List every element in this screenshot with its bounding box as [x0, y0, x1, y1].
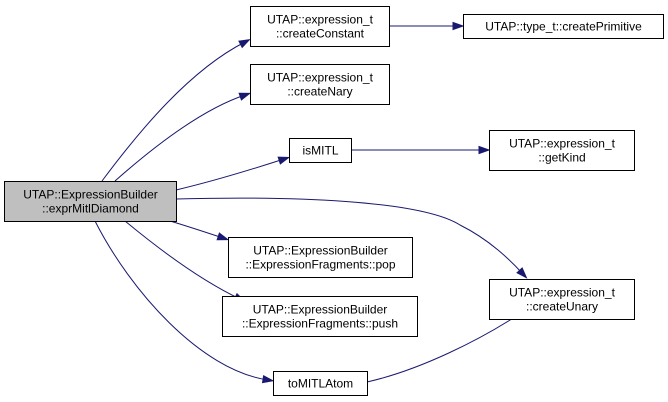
edge-line [94, 220, 269, 381]
node-label: ::ExpressionFragments::push [242, 317, 398, 331]
node-label: ::createUnary [526, 300, 598, 314]
edge-root-to-createConstant [101, 39, 251, 182]
node-label: ::createConstant [276, 27, 365, 41]
node-box [4, 181, 177, 222]
edge-root-to-createNary [114, 92, 252, 182]
node-root[interactable]: UTAP::ExpressionBuilder::exprMitlDiamond [4, 181, 177, 222]
node-box [489, 130, 635, 171]
node-label: UTAP::type_t::createPrimitive [485, 20, 642, 34]
node-label: UTAP::expression_t [267, 13, 373, 27]
node-label: ::getKind [538, 151, 585, 165]
node-label: UTAP::expression_t [509, 137, 615, 151]
edge-createConstant-to-createPrimitive [389, 21, 465, 31]
node-toMITLAtom[interactable]: toMITLAtom [273, 371, 368, 396]
node-label: UTAP::expression_t [267, 71, 373, 85]
node-label: ::exprMitlDiamond [42, 202, 139, 216]
arrowhead-icon [261, 374, 275, 384]
edge-root-to-isMITL [175, 156, 291, 191]
edge-line [169, 220, 224, 239]
arrowhead-icon [277, 156, 291, 165]
node-pop[interactable]: UTAP::ExpressionBuilder::ExpressionFragm… [228, 237, 413, 278]
node-label: UTAP::ExpressionBuilder [253, 244, 388, 258]
node-label: isMITL [303, 144, 339, 158]
edge-line [175, 158, 285, 191]
node-box [463, 14, 664, 39]
node-label: ::createNary [287, 85, 352, 99]
arrowhead-icon [238, 39, 251, 49]
node-label: ::ExpressionFragments::pop [245, 258, 395, 272]
arrowhead-icon [516, 267, 528, 279]
node-box [489, 279, 635, 320]
arrowhead-icon [216, 232, 230, 241]
arrowhead-icon [452, 21, 465, 31]
edge-root-to-toMITLAtom [94, 220, 275, 384]
node-isMITL[interactable]: isMITL [289, 138, 352, 163]
node-createNary[interactable]: UTAP::expression_t::createNary [250, 64, 390, 105]
node-box [250, 6, 390, 47]
edge-root-to-push [124, 220, 246, 302]
node-label: UTAP::expression_t [509, 286, 615, 300]
edge-line [101, 41, 246, 182]
node-box [222, 296, 418, 337]
node-push[interactable]: UTAP::ExpressionBuilder::ExpressionFragm… [222, 296, 418, 337]
edge-root-to-createUnary [175, 197, 528, 279]
node-box [228, 237, 413, 278]
arrowhead-icon [238, 92, 252, 101]
edge-line [175, 197, 524, 275]
node-box [289, 138, 352, 163]
node-createConstant[interactable]: UTAP::expression_t::createConstant [250, 6, 390, 47]
node-getKind[interactable]: UTAP::expression_t::getKind [489, 130, 635, 171]
edges-layer [94, 21, 528, 384]
edge-root-to-pop [169, 220, 230, 241]
node-createPrimitive[interactable]: UTAP::type_t::createPrimitive [463, 14, 664, 39]
edge-isMITL-to-getKind [351, 145, 491, 155]
node-label: UTAP::ExpressionBuilder [23, 188, 158, 202]
arrowhead-icon [478, 145, 491, 155]
node-box [250, 64, 390, 105]
edge-line [366, 312, 522, 383]
node-createUnary[interactable]: UTAP::expression_t::createUnary [489, 279, 635, 320]
node-label: UTAP::ExpressionBuilder [253, 303, 388, 317]
node-label: toMITLAtom [288, 377, 353, 391]
edge-line [124, 220, 241, 300]
nodes-layer: UTAP::ExpressionBuilder::exprMitlDiamond… [4, 6, 664, 396]
edge-line [114, 94, 246, 182]
node-box [273, 371, 368, 396]
